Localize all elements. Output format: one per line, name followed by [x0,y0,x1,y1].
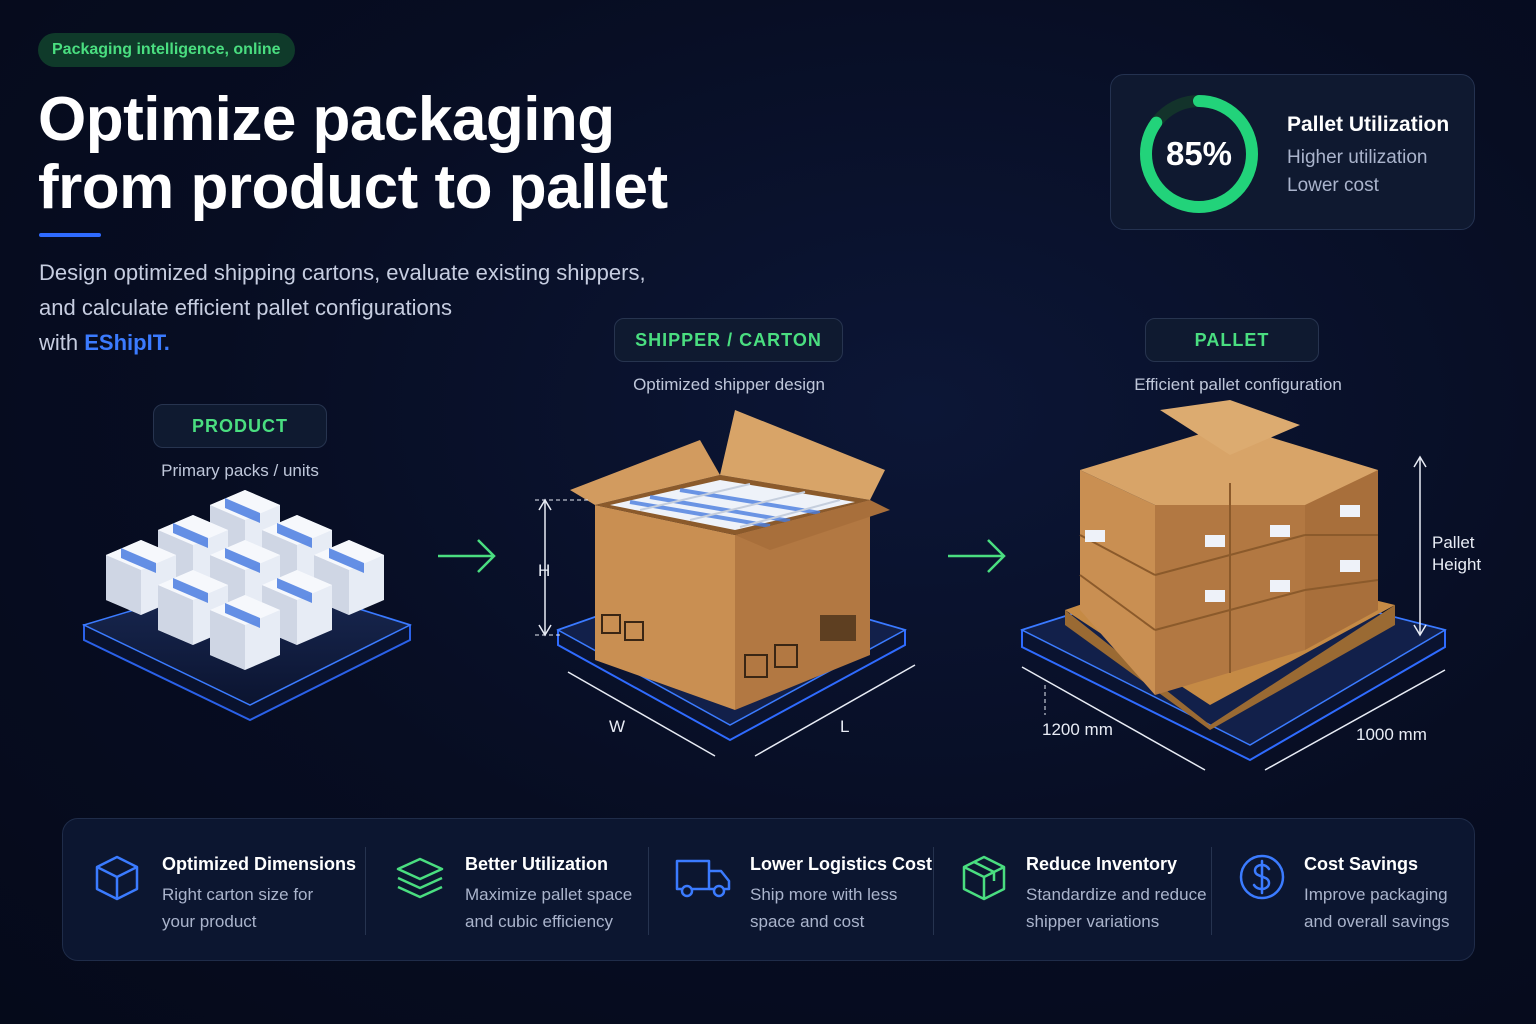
benefit-item: Reduce Inventory Standardize and reduce … [934,819,1211,962]
benefit-item: Optimized Dimensions Right carton size f… [63,819,363,962]
title-line-2: from product to pallet [38,153,668,222]
benefit-desc-line: Ship more with less [750,885,898,904]
dollar-icon [1239,854,1285,900]
dimension-height: H [538,561,551,580]
benefit-desc: Improve packaging and overall savings [1304,881,1450,935]
benefit-title: Better Utilization [465,854,609,874]
benefit-title: Lower Logistics Cost [750,854,933,874]
carton [570,410,890,710]
stage-label-product: PRODUCT [153,404,327,448]
product-illustration [81,490,412,722]
stage-sub-pallet: Efficient pallet configuration [1134,375,1342,394]
title-line-1: Optimize packaging [38,85,615,154]
benefit-desc-line: your product [162,912,257,931]
benefit-desc-line: Standardize and reduce [1026,885,1207,904]
pallet-length-dimension-line [1021,666,1206,771]
pallet-length-label: 1200 mm [1042,720,1113,739]
page-title: Optimize packaging from product to palle… [38,86,758,222]
benefit-title: Optimized Dimensions [162,854,357,874]
utilization-ring [1140,95,1258,213]
dimension-length: L [840,717,850,736]
subtitle-line-1: Design optimized shipping cartons, evalu… [39,260,646,285]
ring-progress [1140,95,1258,213]
brand-name: EShipIT. [84,330,170,355]
utilization-line-2: Lower cost [1287,175,1379,196]
title-underline [39,233,101,237]
benefit-item: Lower Logistics Cost Ship more with less… [649,819,933,962]
utilization-card: 85% Pallet Utilization Higher utilizatio… [1110,74,1475,230]
shipper-illustration [535,410,916,757]
benefit-desc-line: shipper variations [1026,912,1160,931]
subtitle-line-2: and calculate efficient pallet configura… [39,295,452,320]
pallet-height-line-1: Pallet [1432,533,1475,552]
benefit-desc-line: Maximize pallet space [465,885,633,904]
unit-boxes [106,490,384,670]
status-pill: Packaging intelligence, online [38,33,295,67]
benefit-desc: Standardize and reduce shipper variation… [1026,881,1207,935]
stage-sub-product: Primary packs / units [161,461,319,480]
carton-stack [1079,400,1379,695]
subtitle: Design optimized shipping cartons, evalu… [39,255,699,360]
benefit-desc: Ship more with less space and cost [750,881,897,935]
pallet-width-dimension-line [1264,669,1446,771]
pallet-height-label: Pallet Height [1432,532,1481,576]
benefit-title: Reduce Inventory [1026,854,1178,874]
benefit-divider [648,847,649,935]
benefit-desc-line: and cubic efficiency [465,912,614,931]
arrow-right-icon [438,539,496,573]
cube-icon [95,855,139,901]
pallet-width-label: 1000 mm [1356,725,1427,744]
benefits-panel: Optimized Dimensions Right carton size f… [62,818,1475,961]
utilization-value: 85% [1165,135,1233,172]
pallet-height-line-2: Height [1432,555,1482,574]
truck-icon [675,859,731,898]
benefit-item: Better Utilization Maximize pallet space… [366,819,648,962]
benefit-divider [933,847,934,935]
benefit-desc-line: Improve packaging [1304,885,1448,904]
benefit-item: Cost Savings Improve packaging and overa… [1212,819,1474,962]
benefit-divider [1211,847,1212,935]
stage-label-shipper: SHIPPER / CARTON [614,318,843,362]
benefit-desc-line: and overall savings [1304,912,1450,931]
stage-label-pallet: PALLET [1145,318,1319,362]
box-icon [962,855,1006,901]
layers-icon [396,857,444,899]
pallet-illustration [1020,400,1447,771]
utilization-title: Pallet Utilization [1287,113,1450,136]
benefit-title: Cost Savings [1304,854,1419,874]
stage-sub-shipper: Optimized shipper design [633,375,825,394]
dimension-width: W [609,717,626,736]
benefit-desc-line: Right carton size for [162,885,314,904]
benefit-desc-line: space and cost [750,912,865,931]
subtitle-line-3: with EShipIT. [39,325,699,360]
subtitle-prefix: with [39,330,85,355]
benefit-desc: Right carton size for your product [162,881,313,935]
benefit-desc: Maximize pallet space and cubic efficien… [465,881,632,935]
arrow-right-icon [948,539,1006,573]
utilization-line-1: Higher utilization [1287,147,1428,168]
width-dimension-line [567,671,716,757]
benefit-divider [365,847,366,935]
length-dimension-line [754,664,916,757]
